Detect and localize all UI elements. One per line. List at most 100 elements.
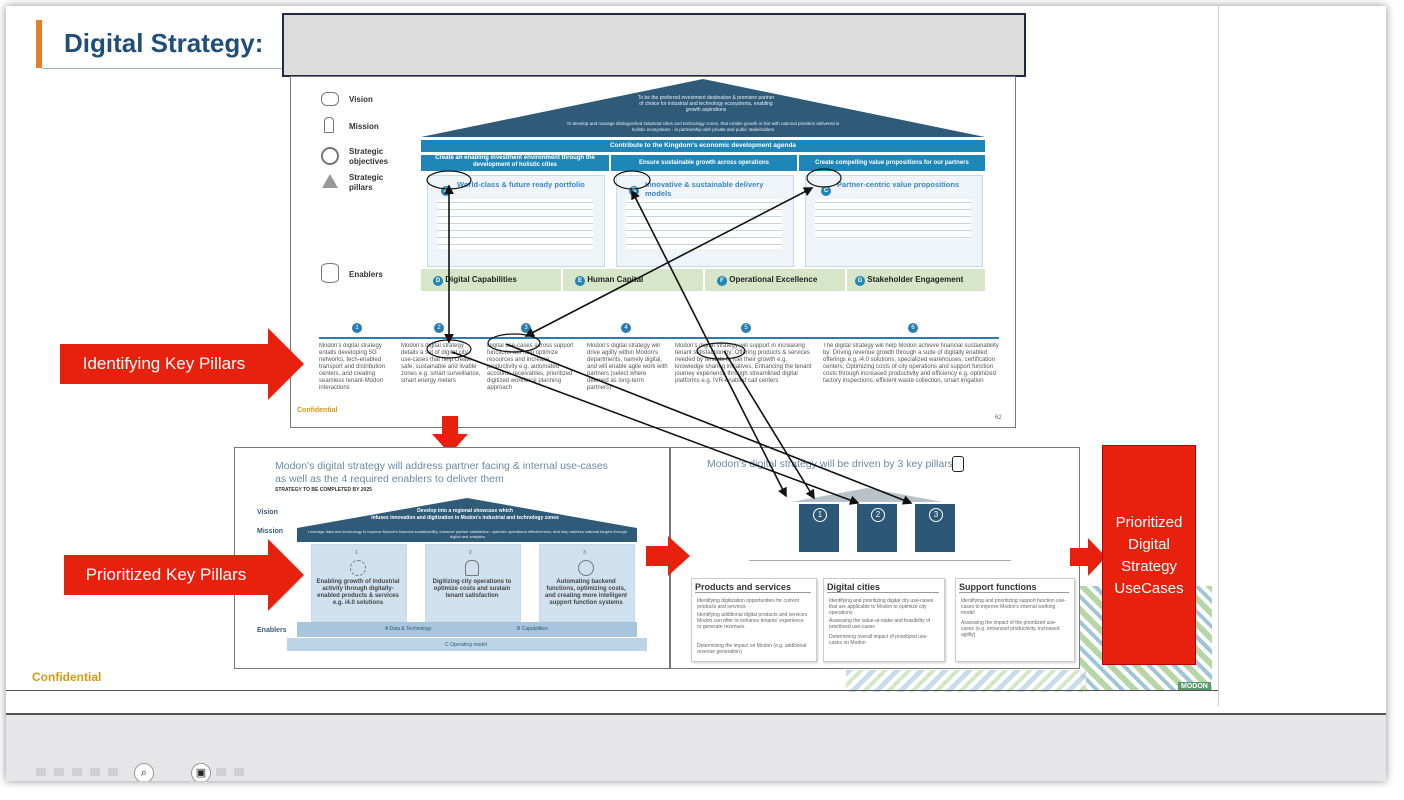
title-placeholder-box bbox=[282, 13, 1026, 77]
presentation-frame: Digital Strategy: Vision Mission Strateg… bbox=[6, 6, 1386, 781]
player-control-bar bbox=[6, 713, 1386, 781]
left-slide-enablers-label: Enablers bbox=[257, 627, 287, 634]
row-label-objectives-1: Strategic bbox=[349, 147, 384, 156]
objective-2: Ensure sustainable growth across operati… bbox=[611, 155, 797, 171]
prioritized-key-pillars-label: Prioritized Key Pillars bbox=[85, 565, 247, 584]
identifying-key-pillars-label: Identifying Key Pillars bbox=[82, 354, 246, 373]
zoom-search-icon[interactable]: ⌕ bbox=[134, 763, 154, 781]
mission-icon bbox=[324, 117, 334, 133]
kingdom-bar: Contribute to the Kingdom's economic dev… bbox=[421, 140, 985, 152]
left-slide-mission-text: Leverage data and technology to improve … bbox=[307, 529, 628, 539]
database-icon bbox=[321, 263, 339, 283]
vision-icon bbox=[321, 92, 339, 106]
objective-1: Create an enabling investment environmen… bbox=[421, 155, 609, 171]
gear-icon bbox=[350, 560, 366, 576]
column-text-4: Modon's digital strategy will drive agil… bbox=[587, 343, 668, 391]
box-digital-cities-item-2: Assessing the value-at-stake and feasibi… bbox=[829, 618, 931, 630]
result-line-3: Strategy bbox=[1121, 558, 1177, 575]
identifying-key-pillars-arrow: Identifying Key Pillars bbox=[60, 344, 268, 384]
top-slide-page-num: 62 bbox=[995, 415, 1002, 421]
result-arrow-body bbox=[1070, 548, 1088, 566]
arrow-c-to-3 bbox=[524, 187, 814, 337]
box-support-item-2: Assessing the impact of the prioritized … bbox=[961, 620, 1060, 638]
slide-edge-line bbox=[1218, 6, 1219, 706]
result-arrow-tip bbox=[1088, 538, 1106, 576]
highlight-column-2 bbox=[426, 339, 472, 359]
column-num-2: 2 bbox=[434, 323, 444, 333]
highlight-pillar-b bbox=[613, 170, 651, 190]
left-pillar-3-num: 3 bbox=[583, 550, 586, 556]
left-slide-roof-text-2: infuses innovation and digitization in M… bbox=[371, 515, 559, 521]
box-products-item-2: Identifying additional digital products … bbox=[697, 612, 808, 630]
arrow-2-to-pillar-2 bbox=[451, 351, 860, 505]
house-roof bbox=[421, 79, 985, 137]
box-digital-cities-title: Digital cities bbox=[827, 582, 939, 593]
left-enabler-a: A Data & Technology bbox=[385, 626, 432, 632]
left-enabler-c: C Operating model bbox=[445, 642, 487, 648]
footer-confidential: Confidential bbox=[32, 670, 102, 684]
arrow-3-to-pillar-3 bbox=[505, 343, 913, 505]
left-slide-mission-label: Mission bbox=[257, 528, 284, 535]
left-slide-vision-label: Vision bbox=[257, 509, 278, 516]
decorative-pattern-2 bbox=[846, 670, 1086, 692]
flask-icon bbox=[322, 174, 338, 188]
column-num-6: 6 bbox=[908, 323, 918, 333]
box-products bbox=[691, 578, 817, 662]
left-pillar-1-text: Enabling growth of industrial activity t… bbox=[316, 579, 400, 606]
mid-arrow-tip bbox=[668, 536, 690, 576]
headset-icon bbox=[578, 560, 594, 576]
box-support-item-1: Identifying and prioritizing support fun… bbox=[961, 598, 1066, 616]
left-pillar-3-text: Automating backend functions, optimizing… bbox=[544, 579, 627, 606]
left-slide-mission-bar bbox=[297, 528, 637, 542]
down-arrow-red bbox=[442, 416, 458, 434]
left-slide-roof bbox=[297, 498, 637, 528]
column-text-1: Modon's digital strategy entails develop… bbox=[319, 343, 386, 391]
video-camera-icon[interactable]: ▣ bbox=[191, 763, 211, 781]
left-pillar-3 bbox=[539, 544, 635, 622]
top-slide-confidential: Confidential bbox=[297, 407, 338, 414]
highlight-pillar-a bbox=[426, 170, 472, 190]
prioritized-usecases-box: Prioritized Digital Strategy UseCases bbox=[1102, 445, 1196, 665]
pillar-a-title: World-class & future ready portfolio bbox=[457, 180, 585, 189]
title-underline bbox=[42, 68, 282, 69]
pillar-c-bullets bbox=[815, 199, 971, 239]
faded-controls bbox=[36, 768, 126, 776]
pillar-c-title: Partner-centric value propositions bbox=[837, 180, 960, 189]
enabler-g: G Stakeholder Engagement bbox=[847, 269, 985, 291]
modon-logo: MODON bbox=[1178, 682, 1211, 691]
left-pillar-2-text: Digitizing city operations to optimize c… bbox=[432, 579, 512, 599]
connector-arrows bbox=[426, 168, 913, 505]
box-support-title: Support functions bbox=[959, 582, 1069, 593]
vision-statement-1: To be the preferred investment destinati… bbox=[637, 95, 775, 101]
highlight-column-3 bbox=[487, 333, 541, 353]
box-support bbox=[955, 578, 1075, 662]
lightbulb-icon bbox=[465, 560, 479, 576]
arrow-5-to-pillar-1 bbox=[723, 350, 815, 500]
box-products-title: Products and services bbox=[695, 582, 811, 593]
left-slide-heading-2: as well as the 4 required enablers to de… bbox=[275, 473, 504, 485]
page-title: Digital Strategy: bbox=[64, 28, 264, 58]
objective-3: Create compelling value propositions for… bbox=[799, 155, 985, 171]
mission-statement-2: holistic ecosystems - in partnership wit… bbox=[631, 127, 775, 132]
target-icon bbox=[321, 147, 339, 165]
box-products-item-3: Determining the impact on Modon (e.g. ad… bbox=[697, 643, 807, 655]
left-slide-heading-1: Modon's digital strategy will address pa… bbox=[275, 460, 608, 472]
result-line-4: UseCases bbox=[1114, 580, 1184, 597]
hand-cursor-icon bbox=[952, 456, 964, 472]
left-slide-roof-text-1: Develop into a regional showcase which bbox=[417, 508, 513, 514]
highlight-pillar-c bbox=[806, 168, 842, 188]
left-pillar-1 bbox=[311, 544, 407, 622]
right-connector-line bbox=[749, 560, 1011, 561]
row-label-pillars-2: pillars bbox=[349, 183, 373, 192]
prioritized-arrow-tip bbox=[268, 539, 304, 611]
right-pillar-3-num: 3 bbox=[929, 508, 943, 522]
column-text-2: Modon's digital strategy details a set o… bbox=[401, 343, 481, 384]
footer-divider bbox=[6, 690, 1218, 691]
faded-controls-2 bbox=[216, 768, 246, 776]
prioritized-key-pillars-arrow: Prioritized Key Pillars bbox=[64, 555, 268, 595]
left-pillar-2 bbox=[425, 544, 521, 622]
box-digital-cities-item-3: Determining overall impact of prioritize… bbox=[829, 634, 928, 646]
row-label-enablers: Enablers bbox=[349, 270, 383, 279]
pillar-c-letter: C bbox=[821, 179, 831, 197]
result-line-1: Prioritized bbox=[1115, 514, 1183, 531]
